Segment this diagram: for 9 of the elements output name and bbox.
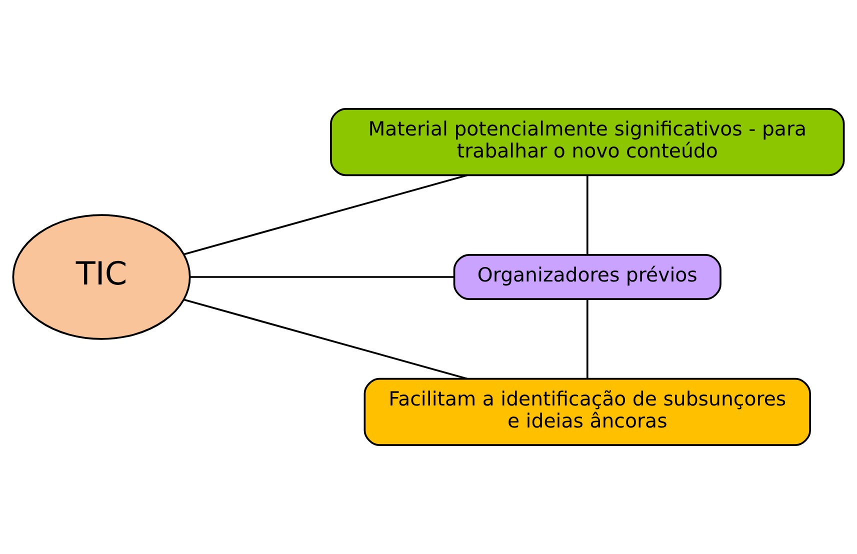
node-box: Organizadores prévios [453,254,722,300]
connector [190,276,454,278]
connector [586,299,588,379]
connector [184,298,468,380]
node-box: Facilitam a identificação de subsunçores e ideias âncoras [364,378,811,446]
connector [586,176,588,255]
node-box: Material potencialmente significativos - para trabalhar o novo conteúdo [330,108,845,176]
connector [184,174,468,256]
node-ellipse: TIC [12,214,191,340]
